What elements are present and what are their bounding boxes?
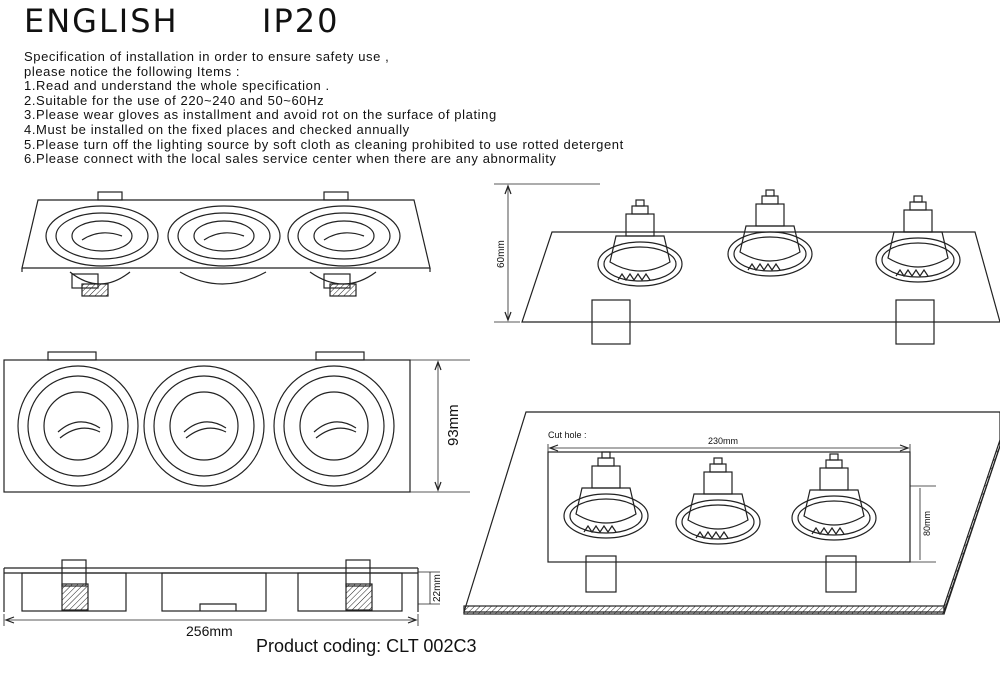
front-view — [3, 351, 470, 493]
angled-top-view — [21, 191, 431, 297]
side-perspective-view — [494, 183, 1000, 345]
front-ring-3 — [273, 365, 395, 487]
front-ring-2 — [143, 365, 265, 487]
height-side-label: 60mm — [496, 240, 507, 268]
spec-item: 1.Read and understand the whole specific… — [24, 78, 330, 94]
depth-label: 22mm — [432, 574, 443, 602]
cut-hole-label: Cut hole : — [548, 430, 587, 440]
spec-item: 6.Please connect with the local sales se… — [24, 151, 557, 167]
ring-1 — [45, 205, 159, 267]
side-elevation-view — [3, 559, 440, 626]
spec-item: 5.Please turn off the lighting source by… — [24, 136, 624, 152]
ring-3 — [287, 205, 401, 267]
cut-hole-view — [463, 411, 1000, 615]
width-front-label: 93mm — [445, 404, 462, 446]
product-coding: Product coding: CLT 002C3 — [256, 636, 477, 656]
spec-intro-line: please notice the following Items : — [24, 63, 241, 79]
spec-intro-line: Specification of installation in order t… — [24, 49, 390, 64]
cut-width-label: 230mm — [708, 436, 738, 446]
spec-item: 2.Suitable for the use of 220~240 and 50… — [24, 92, 325, 108]
spec-item: 3.Please wear gloves as installment and … — [24, 107, 497, 123]
front-ring-1 — [17, 365, 139, 487]
ip-rating-title: IP20 — [262, 2, 340, 40]
length-label: 256mm — [186, 623, 233, 639]
language-title: ENGLISH — [24, 2, 179, 40]
spec-item: 4.Must be installed on the fixed places … — [24, 121, 410, 137]
installation-spec: Specification of installation in order t… — [24, 49, 624, 167]
cut-height-label: 80mm — [922, 511, 932, 536]
ring-2 — [167, 205, 281, 267]
